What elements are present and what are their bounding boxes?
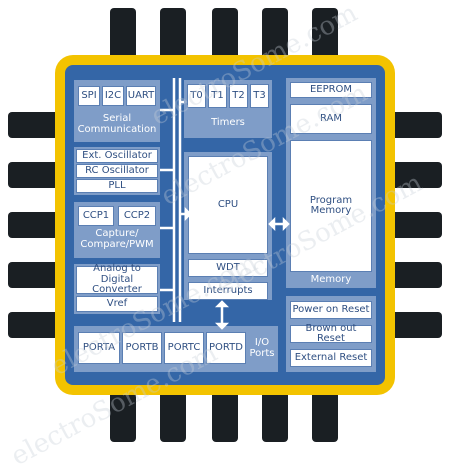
wdt-box: WDT <box>188 259 268 277</box>
cpu-memory-arrowhead-left <box>268 216 276 232</box>
timer-t1-box: T1 <box>208 84 227 108</box>
timer-t2-box: T2 <box>229 84 248 108</box>
ccp2-box: CCP2 <box>118 206 156 226</box>
ccp-label: Capture/ Compare/PWM <box>80 228 154 250</box>
uart-box: UART <box>126 86 156 106</box>
timer-t3-box: T3 <box>250 84 269 108</box>
ccp1-box: CCP1 <box>78 206 114 226</box>
timers-label: Timers <box>211 117 245 128</box>
power-on-reset-box: Power on Reset <box>290 301 372 319</box>
brown-out-reset-box: Brown out Reset <box>290 323 372 344</box>
i2c-box: I2C <box>102 86 124 106</box>
cpu-memory-arrowhead-right <box>282 216 290 232</box>
eeprom-box: EEPROM <box>290 82 372 98</box>
cpu-box: CPU <box>188 156 268 254</box>
porta-box: PORTA <box>78 332 120 364</box>
vref-box: Vref <box>76 296 158 312</box>
pll-box: PLL <box>76 179 158 193</box>
portc-box: PORTC <box>164 332 204 364</box>
external-reset-box: External Reset <box>290 349 372 367</box>
serial-label: Serial Communication <box>77 113 157 135</box>
ext-oscillator-box: Ext. Oscillator <box>76 149 158 163</box>
bus-diagram <box>160 78 290 330</box>
program-memory-box: Program Memory <box>290 140 372 272</box>
adc-box: Analog to Digital Converter <box>76 264 158 295</box>
portb-box: PORTB <box>122 332 162 364</box>
memory-label: Memory <box>310 274 352 285</box>
spi-box: SPI <box>78 86 100 106</box>
interrupts-box: Interrupts <box>188 282 268 300</box>
timer-t0-box: T0 <box>187 84 206 108</box>
ram-box: RAM <box>290 104 372 134</box>
io-ports-label: I/O Ports <box>249 337 275 359</box>
rc-oscillator-box: RC Oscillator <box>76 164 158 178</box>
bus-cpu-arrowhead <box>184 206 192 222</box>
portd-box: PORTD <box>206 332 246 364</box>
cpu-io-arrowhead-top <box>214 300 230 308</box>
cpu-io-arrowhead-bottom <box>214 322 230 330</box>
